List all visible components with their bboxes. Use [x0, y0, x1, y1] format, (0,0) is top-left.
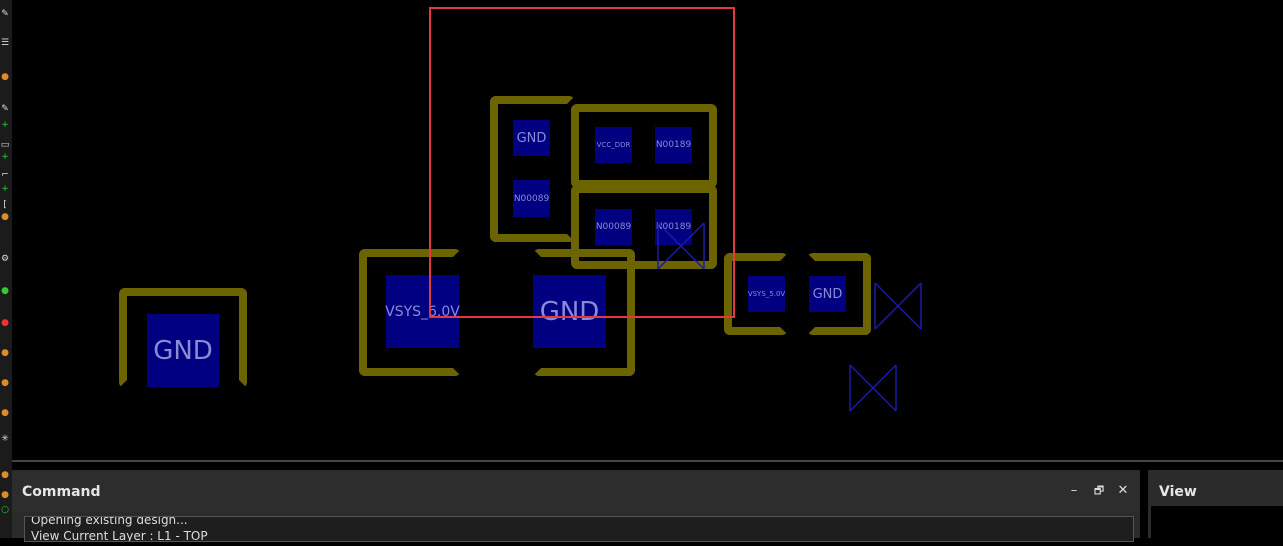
pad-gnd[interactable]: GND — [533, 275, 606, 348]
command-panel-header: Command – 🗗 ✕ — [12, 470, 1140, 512]
pad-gnd[interactable]: GND — [513, 120, 550, 156]
minimize-icon[interactable]: – — [1070, 483, 1078, 498]
footprint-outline[interactable] — [119, 288, 247, 388]
gear-icon[interactable]: ⚙ — [0, 254, 10, 264]
pad-net[interactable]: N00089 — [513, 180, 550, 217]
pencil-icon[interactable]: ✎ — [1, 104, 9, 114]
bug-icon[interactable]: ● — [1, 286, 9, 296]
add-icon[interactable]: + — [1, 152, 9, 162]
view-panel: View — [1148, 470, 1283, 546]
footprint-outline[interactable] — [724, 253, 788, 335]
view-panel-canvas[interactable] — [1151, 506, 1283, 546]
orange-tool-icon[interactable]: ● — [1, 72, 9, 82]
orange-tool-icon[interactable]: ● — [1, 378, 9, 388]
add-icon[interactable]: + — [1, 184, 9, 194]
footprint-outline[interactable] — [571, 185, 717, 269]
pad-net[interactable]: VCC_DDR — [595, 127, 632, 163]
view-panel-title: View — [1159, 484, 1197, 500]
selection-rectangle — [429, 7, 735, 318]
command-output-line: Opening existing design... — [31, 516, 188, 527]
pad-gnd[interactable]: GND — [147, 314, 219, 387]
footprint-outline[interactable] — [807, 253, 871, 335]
bowtie-marker-icon[interactable] — [657, 222, 705, 270]
sparkle-icon[interactable]: ✳ — [1, 434, 9, 444]
pcb-canvas[interactable]: GND VSYS_6.0V GND GND N00089 VCC_DDR N00… — [12, 0, 1283, 460]
command-panel: Command – 🗗 ✕ Opening existing design...… — [12, 470, 1140, 542]
close-icon[interactable]: ✕ — [1117, 483, 1129, 498]
path-add-icon[interactable]: ⌐ — [1, 170, 9, 180]
rectangle-add-icon[interactable]: ▭ — [0, 140, 10, 150]
orange-tool-icon[interactable]: ● — [1, 212, 9, 222]
footprint-outline[interactable] — [359, 249, 461, 376]
orange-tool-icon[interactable]: ● — [1, 408, 9, 418]
list-icon[interactable]: ☰ — [0, 38, 10, 48]
green-dot-icon[interactable]: ○ — [1, 505, 9, 515]
pad-net[interactable]: N00089 — [595, 209, 632, 245]
wrench-icon[interactable]: ✎ — [1, 9, 9, 19]
footprint-outline[interactable] — [490, 96, 575, 242]
command-output[interactable]: Opening existing design... View Current … — [24, 516, 1134, 542]
add-icon[interactable]: + — [1, 120, 9, 130]
pad-vsys[interactable]: VSYS_6.0V — [385, 275, 460, 348]
command-output-line: View Current Layer : L1 - TOP — [31, 529, 208, 542]
orange-tool-icon[interactable]: ● — [1, 348, 9, 358]
panel-divider[interactable] — [12, 460, 1283, 462]
restore-icon[interactable]: 🗗 — [1093, 484, 1105, 497]
command-panel-title: Command — [22, 484, 101, 500]
left-toolbar: ✎ ☰ ● ✎ + ▭ + ⌐ + [ ● ⚙ ● ● ● ● ● ✳ ● ● … — [0, 0, 12, 538]
footprint-outline[interactable] — [533, 249, 635, 376]
bowtie-marker-icon[interactable] — [874, 282, 922, 330]
footprint-outline[interactable] — [571, 104, 717, 188]
pad-net[interactable]: N00189 — [655, 127, 692, 163]
orange-tool-icon[interactable]: ● — [1, 470, 9, 480]
square-bracket-icon[interactable]: [ — [3, 200, 7, 210]
pad-net[interactable]: VSYS_5.0V — [748, 276, 785, 312]
bowtie-marker-icon[interactable] — [849, 364, 897, 412]
pad-gnd[interactable]: GND — [809, 276, 846, 312]
orange-tool-icon[interactable]: ● — [1, 490, 9, 500]
red-error-icon[interactable]: ● — [1, 318, 9, 328]
